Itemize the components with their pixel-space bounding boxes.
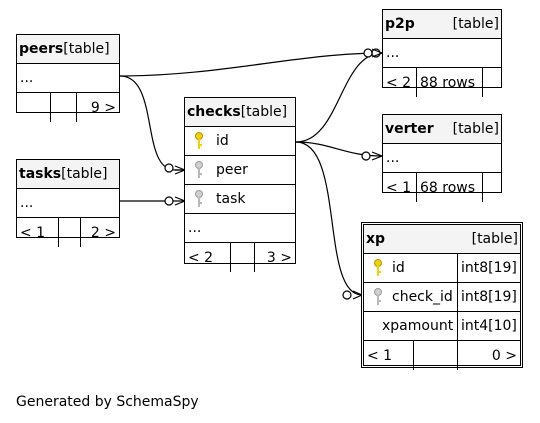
children-count[interactable]: 2 > xyxy=(90,224,116,241)
column-name: peer xyxy=(216,162,248,178)
link-peers-p2p xyxy=(119,52,383,77)
column-type: int8[19] xyxy=(461,260,517,276)
column-type: int4[10] xyxy=(461,318,517,334)
row-count xyxy=(51,93,77,122)
column-name-cell: id xyxy=(364,254,458,282)
table-type: [table] xyxy=(452,16,499,32)
parents-count[interactable]: < 1 xyxy=(383,173,417,202)
table-header: verter [table] xyxy=(383,115,501,144)
table-row: ... xyxy=(185,214,295,243)
parents-count[interactable] xyxy=(17,93,51,122)
column-name: id xyxy=(216,133,229,149)
table-name: tasks xyxy=(19,166,62,182)
column-name: check_id xyxy=(392,289,453,305)
table-type: [table] xyxy=(240,104,288,120)
table-header: checks[table] xyxy=(185,98,295,127)
table-name: p2p xyxy=(385,16,415,32)
row-count: 68 rows xyxy=(417,173,483,202)
row-count xyxy=(59,218,81,247)
table-name: peers xyxy=(19,41,64,57)
table-checks[interactable]: checks[table] id peer task ... < 2 3 > xyxy=(184,97,296,272)
column-name: id xyxy=(392,260,405,276)
parents-count[interactable]: < 1 xyxy=(364,341,414,370)
table-name: xp xyxy=(366,231,386,247)
table-tasks[interactable]: tasks[table] ... < 1 2 > xyxy=(16,159,120,247)
table-nav-row: < 1 2 > xyxy=(17,218,119,247)
table-type: [table] xyxy=(63,41,110,57)
column-name: xpamount xyxy=(382,318,454,334)
more-columns: ... xyxy=(20,195,34,211)
table-row: ... xyxy=(383,144,501,173)
table-nav-row: 9 > xyxy=(17,93,119,122)
table-type: [table] xyxy=(471,231,518,247)
table-peers[interactable]: peers[table] ... 9 > xyxy=(16,34,120,122)
link-peers-checks xyxy=(119,75,185,171)
table-header: tasks[table] xyxy=(17,160,119,189)
column-name-cell: xpamount xyxy=(364,312,458,340)
row-count: 88 rows xyxy=(417,68,483,97)
more-columns: ... xyxy=(20,70,34,86)
foreign-key-icon xyxy=(185,161,213,179)
table-verter[interactable]: verter [table] ... < 1 68 rows xyxy=(382,114,502,202)
column-name: task xyxy=(216,191,246,207)
table-type: [table] xyxy=(61,166,108,182)
children-count[interactable] xyxy=(483,68,501,97)
link-checks-p2p xyxy=(295,52,383,143)
column-row-id: id int8[19] xyxy=(364,254,520,283)
table-nav-row: < 1 68 rows xyxy=(383,173,501,202)
row-count xyxy=(231,243,255,272)
table-name: checks xyxy=(187,104,241,120)
table-header: p2p [table] xyxy=(383,10,501,39)
column-row-peer: peer xyxy=(185,156,295,185)
more-columns: ... xyxy=(188,220,202,236)
more-columns: ... xyxy=(386,45,400,61)
parents-count[interactable]: < 1 xyxy=(17,218,59,247)
foreign-key-icon xyxy=(364,288,392,306)
column-row-check-id: check_id int8[19] xyxy=(364,283,520,312)
table-nav-row: < 2 88 rows xyxy=(383,68,501,97)
foreign-key-icon xyxy=(185,190,213,208)
column-row-task: task xyxy=(185,185,295,214)
parents-count[interactable]: < 2 xyxy=(383,68,417,97)
table-header: xp [table] xyxy=(364,225,520,254)
children-count[interactable]: 3 > xyxy=(266,249,292,266)
primary-key-icon xyxy=(185,132,213,150)
primary-key-icon xyxy=(364,259,392,277)
column-row-xpamount: xpamount int4[10] xyxy=(364,312,520,341)
table-p2p[interactable]: p2p [table] ... < 2 88 rows xyxy=(382,9,502,97)
column-name-cell: check_id xyxy=(364,283,458,311)
table-row: ... xyxy=(383,39,501,68)
table-type: [table] xyxy=(452,121,499,137)
table-row: ... xyxy=(17,64,119,93)
row-count xyxy=(414,341,458,370)
children-count[interactable] xyxy=(483,173,501,202)
table-name: verter xyxy=(385,121,434,137)
column-type: int8[19] xyxy=(461,289,517,305)
column-row-id: id xyxy=(185,127,295,156)
parents-count[interactable]: < 2 xyxy=(185,243,231,272)
table-xp[interactable]: xp[table] id int8[19] check_id int8[19] … xyxy=(361,222,523,370)
generator-credit: Generated by SchemaSpy xyxy=(16,394,199,410)
children-count[interactable]: 0 > xyxy=(491,347,517,364)
children-count[interactable]: 9 > xyxy=(90,99,116,116)
link-checks-verter xyxy=(295,141,383,157)
more-columns: ... xyxy=(386,150,400,166)
link-checks-xp xyxy=(295,141,363,296)
table-header: peers[table] xyxy=(17,35,119,64)
table-nav-row: < 2 3 > xyxy=(185,243,295,272)
table-nav-row: < 1 0 > xyxy=(364,341,520,370)
table-row: ... xyxy=(17,189,119,218)
